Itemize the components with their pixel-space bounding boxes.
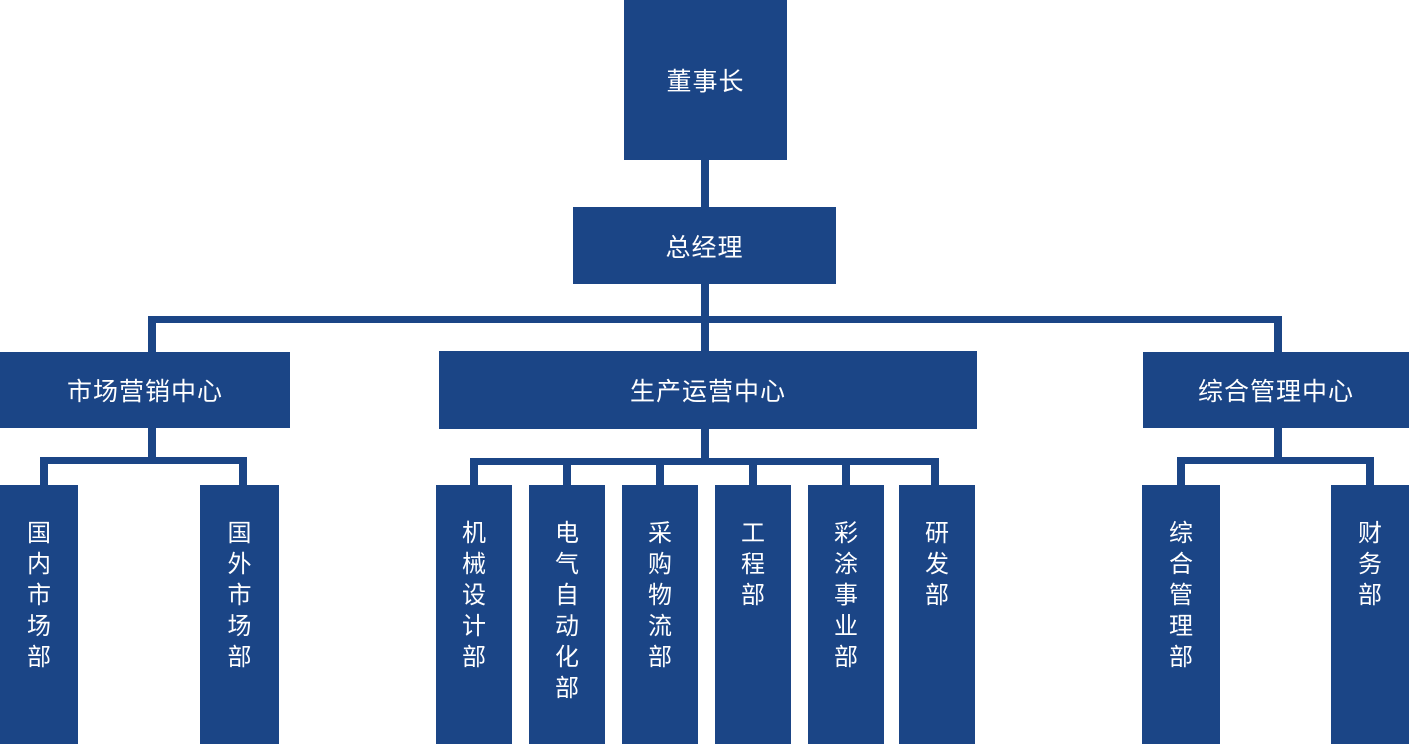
node-dept-foreign-market: 国 外 市 场 部 bbox=[200, 485, 279, 744]
connector-production-stub-6 bbox=[931, 458, 939, 485]
node-center-production: 生产运营中心 bbox=[439, 351, 977, 429]
node-dept-domestic-market: 国 内 市 场 部 bbox=[0, 485, 78, 744]
connector-main-horizontal bbox=[148, 316, 1282, 323]
connector-admin-horizontal bbox=[1177, 457, 1374, 464]
node-dept-mechanical-design: 机 械 设 计 部 bbox=[436, 485, 512, 744]
node-dept-finance: 财 务 部 bbox=[1331, 485, 1409, 744]
connector-production-stub-3 bbox=[656, 458, 664, 485]
connector-marketing-riser bbox=[148, 428, 156, 464]
connector-production-stub-4 bbox=[749, 458, 757, 485]
connector-main-left-stub bbox=[148, 316, 156, 352]
node-chairman: 董事长 bbox=[624, 0, 787, 160]
connector-production-stub-1 bbox=[470, 458, 478, 485]
node-dept-procurement-logistics: 采 购 物 流 部 bbox=[622, 485, 698, 744]
connector-production-stub-5 bbox=[842, 458, 850, 485]
node-dept-engineering: 工 程 部 bbox=[715, 485, 791, 744]
connector-admin-riser bbox=[1274, 428, 1282, 464]
connector-admin-stub-1 bbox=[1177, 457, 1185, 485]
connector-production-riser bbox=[701, 429, 709, 465]
node-general-manager: 总经理 bbox=[573, 207, 836, 284]
connector-main-right-stub bbox=[1274, 316, 1282, 352]
node-dept-electrical-automation: 电 气 自 动 化 部 bbox=[529, 485, 605, 744]
node-center-marketing: 市场营销中心 bbox=[0, 352, 290, 428]
connector-marketing-stub-2 bbox=[239, 457, 247, 485]
node-dept-general-admin: 综 合 管 理 部 bbox=[1142, 485, 1220, 744]
connector-admin-stub-2 bbox=[1366, 457, 1374, 485]
connector-production-stub-2 bbox=[563, 458, 571, 485]
connector-marketing-stub-1 bbox=[40, 457, 48, 485]
connector-production-horizontal bbox=[470, 458, 938, 465]
node-dept-color-coating: 彩 涂 事 业 部 bbox=[808, 485, 884, 744]
connector-chairman-gm bbox=[701, 160, 709, 207]
connector-marketing-horizontal bbox=[40, 457, 247, 464]
node-dept-research-development: 研 发 部 bbox=[899, 485, 975, 744]
node-center-admin: 综合管理中心 bbox=[1143, 352, 1409, 428]
